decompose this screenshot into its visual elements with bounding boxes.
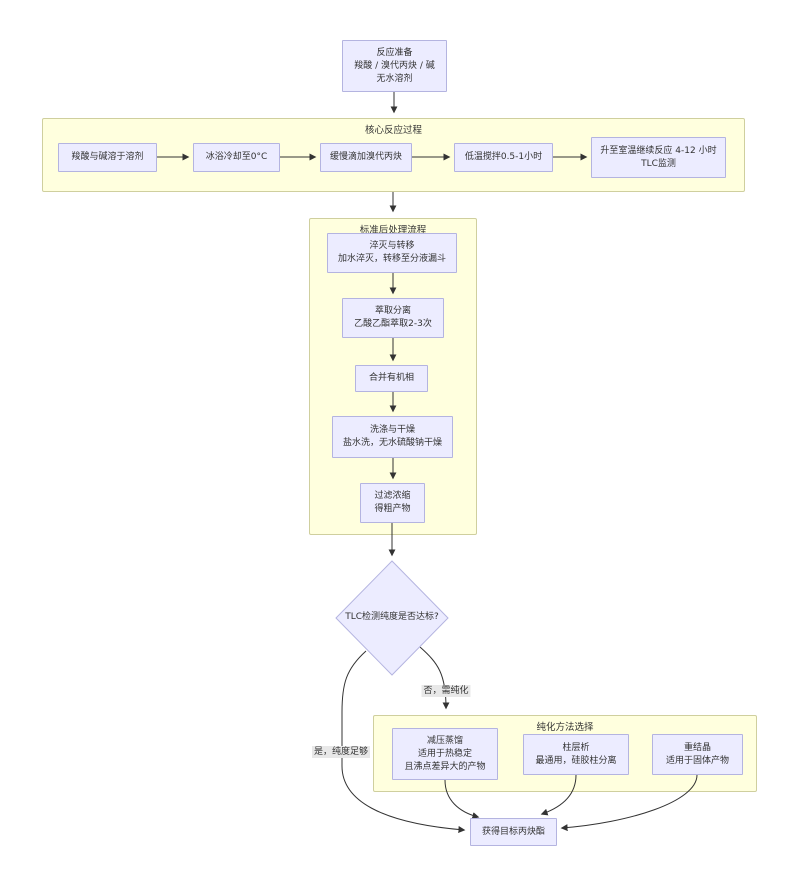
text-line: 过滤浓缩 (374, 491, 411, 501)
node-extract: 萃取分离 乙酸乙酯萃取2-3次 (342, 298, 444, 338)
text-line: 缓慢滴加溴代丙炔 (329, 152, 402, 162)
edge-label-no: 否，需纯化 (421, 685, 471, 697)
text-line: 获得目标丙炔酯 (481, 826, 545, 837)
node-prep: 反应准备 羧酸 / 溴代丙炔 / 碱 无水溶剂 (342, 40, 447, 92)
edge-decision-yes (341, 650, 466, 834)
text-line: 反应准备 (376, 47, 413, 58)
node-dissolve: 羧酸与碱溶于溶剂 (58, 143, 157, 172)
text-line: 合并有机相 (368, 373, 414, 383)
node-combine: 合并有机相 (355, 365, 428, 392)
node-icebath: 冰浴冷却至0°C (193, 143, 280, 172)
edge-column-to-final (540, 774, 577, 816)
node-stir: 低温搅拌0.5-1小时 (454, 143, 553, 172)
text-line: 升至室温继续反应 4-12 小时 (600, 145, 717, 156)
cluster-workup-title: 标准后处理流程 (359, 225, 427, 236)
text-line: 减压蒸馏 (426, 735, 463, 746)
text-line: 重结晶 (683, 742, 711, 753)
node-filter: 过滤浓缩 得粗产物 (360, 483, 425, 523)
text-line: 加水淬灭，转移至分液漏斗 (337, 254, 446, 264)
text-line: 且沸点差异大的产物 (404, 761, 486, 772)
node-distill: 减压蒸馏 适用于热稳定 且沸点差异大的产物 (392, 728, 498, 780)
edge-decision-no (419, 646, 450, 710)
node-final-product: 获得目标丙炔酯 (470, 818, 557, 846)
decision-question: TLC检测纯度是否达标? (345, 612, 439, 622)
node-wash: 洗涤与干燥 盐水洗，无水硫酸钠干燥 (332, 416, 453, 458)
edge-recryst-to-final (560, 774, 698, 832)
text-line: 适用于热稳定 (417, 748, 472, 759)
decision-diamond (335, 560, 449, 676)
text-line: 适用于固体产物 (665, 755, 729, 766)
text-line: TLC监测 (641, 158, 676, 169)
text-line: 无水溶剂 (376, 73, 413, 84)
node-dropwise: 缓慢滴加溴代丙炔 (320, 143, 412, 172)
text-line: 淬灭与转移 (369, 241, 415, 251)
text-line: 萃取分离 (374, 306, 411, 316)
edge-label-yes: 是，纯度足够 (311, 746, 371, 758)
node-warm: 升至室温继续反应 4-12 小时 TLC监测 (591, 137, 726, 178)
text-line: 得粗产物 (374, 504, 411, 514)
text-line: 冰浴冷却至0°C (205, 152, 268, 162)
node-recryst: 重结晶 适用于固体产物 (652, 734, 743, 775)
cluster-purification-title: 纯化方法选择 (536, 722, 594, 733)
node-column: 柱层析 最通用，硅胶柱分离 (523, 734, 629, 775)
text-line: 最通用，硅胶柱分离 (535, 755, 617, 766)
text-line: 柱层析 (562, 742, 590, 753)
text-line: 低温搅拌0.5-1小时 (464, 152, 543, 162)
text-line: 盐水洗，无水硫酸钠干燥 (342, 438, 442, 448)
text-line: 羧酸 / 溴代丙炔 / 碱 (354, 60, 435, 71)
text-line: 羧酸与碱溶于溶剂 (71, 152, 144, 162)
cluster-core-title: 核心反应过程 (364, 125, 422, 136)
text-line: 洗涤与干燥 (369, 425, 415, 435)
node-quench: 淬灭与转移 加水淬灭，转移至分液漏斗 (327, 233, 457, 273)
edge-distill-to-final (444, 779, 480, 819)
text-line: 乙酸乙酯萃取2-3次 (354, 319, 432, 329)
